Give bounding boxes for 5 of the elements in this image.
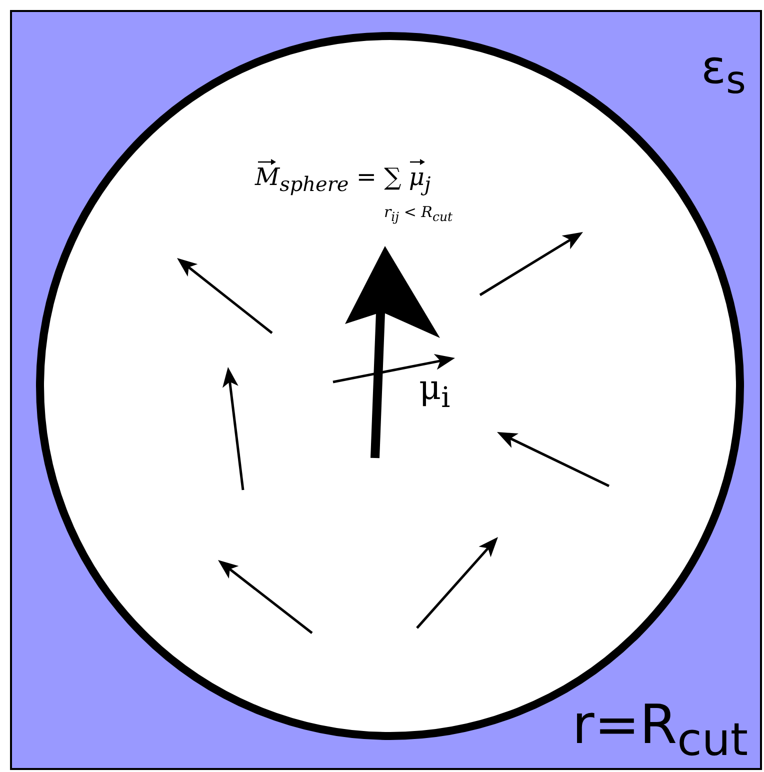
sum-subscript: r$_{ij}$ < R$_{cut}$ [384,204,453,224]
cutoff-radius-label: r=R$_{cut}$ [572,694,748,764]
permittivity-label: ε$_{s}$ [701,42,746,102]
dipole-label: μ$_{i}$ [419,370,450,413]
sum-formula: M$_{sphere}$ = ∑ μ$_{j}$ [255,164,431,195]
